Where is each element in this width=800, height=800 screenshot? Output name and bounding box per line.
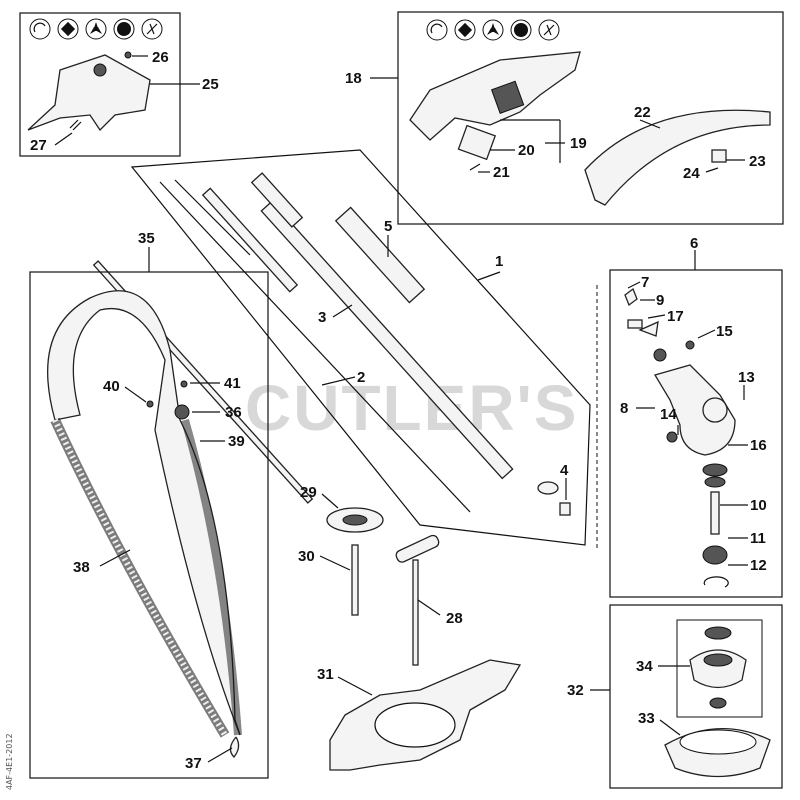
callout-28: 28 xyxy=(446,610,463,627)
tools-group: 29 30 28 31 xyxy=(298,484,522,771)
callout-18: 18 xyxy=(345,70,362,87)
callout-32: 32 xyxy=(567,682,584,699)
callout-25: 25 xyxy=(202,76,219,93)
shaft-assembly: 1 5 3 2 4 xyxy=(92,149,591,546)
callout-29: 29 xyxy=(300,484,317,501)
side-code: 4AF-4E1-2012 xyxy=(5,733,14,790)
blade-3-tooth-icon xyxy=(482,19,504,41)
blade-guard-part-22 xyxy=(584,109,771,206)
panel-trimmer-head: 32 34 33 xyxy=(567,604,783,789)
callout-39: 39 xyxy=(228,433,245,450)
plug-part-4 xyxy=(559,502,571,516)
callout-21: 21 xyxy=(493,164,510,181)
callout-8: 8 xyxy=(620,400,628,417)
callout-9: 9 xyxy=(656,292,664,309)
wrench-part-28 xyxy=(412,559,419,666)
callout-5: 5 xyxy=(384,218,392,235)
panel-deflector-small: 26 25 27 xyxy=(19,12,219,157)
callout-15: 15 xyxy=(716,323,733,340)
callout-38: 38 xyxy=(73,559,90,576)
brush-knife-icon xyxy=(538,19,560,41)
callout-17: 17 xyxy=(667,308,684,325)
brush-knife-icon xyxy=(141,18,163,40)
spindle-part-10 xyxy=(710,491,720,535)
icon-row-right xyxy=(426,19,560,41)
blade-4-tooth-icon xyxy=(57,18,79,40)
callout-36: 36 xyxy=(225,404,242,421)
watermark: CUTLER'S xyxy=(245,372,578,444)
main-tube-part-3 xyxy=(260,200,514,480)
trimmer-head-icon xyxy=(29,18,51,40)
gear-case-part-8 xyxy=(654,364,736,456)
hook-part-37 xyxy=(229,736,240,758)
blade-4-tooth-icon xyxy=(454,19,476,41)
callout-26: 26 xyxy=(152,49,169,66)
saw-blade-icon xyxy=(113,18,135,40)
trimmer-head-icon xyxy=(426,19,448,41)
callout-35: 35 xyxy=(138,230,155,247)
blade-3-tooth-icon xyxy=(85,18,107,40)
panel-deflector-large: 18 19 20 21 22 23 24 xyxy=(345,11,784,225)
panel-gear-case: 6 7 9 17 15 13 8 14 16 10 11 12 xyxy=(596,235,783,598)
callout-3: 3 xyxy=(318,309,326,326)
callout-24: 24 xyxy=(683,165,700,182)
saw-blade-icon xyxy=(510,19,532,41)
callout-31: 31 xyxy=(317,666,334,683)
callout-11: 11 xyxy=(750,530,766,547)
callout-30: 30 xyxy=(298,548,315,565)
deflector-part-25 xyxy=(27,54,151,132)
callout-12: 12 xyxy=(750,557,767,574)
callout-27: 27 xyxy=(30,137,47,154)
callout-20: 20 xyxy=(518,142,535,159)
callout-23: 23 xyxy=(749,153,766,170)
callout-34: 34 xyxy=(636,658,653,675)
callout-6: 6 xyxy=(690,235,698,252)
pin-part-30 xyxy=(351,544,359,616)
callout-33: 33 xyxy=(638,710,655,727)
callout-16: 16 xyxy=(750,437,767,454)
callout-4: 4 xyxy=(560,462,569,479)
callout-41: 41 xyxy=(224,375,241,392)
callout-1: 1 xyxy=(495,253,503,270)
callout-7: 7 xyxy=(641,274,649,291)
callout-19: 19 xyxy=(570,135,587,152)
callout-40: 40 xyxy=(103,378,120,395)
callout-13: 13 xyxy=(738,369,755,386)
callout-22: 22 xyxy=(634,104,651,121)
callout-2: 2 xyxy=(357,369,365,386)
callout-10: 10 xyxy=(750,497,767,514)
callout-14: 14 xyxy=(660,406,677,423)
icon-row-left xyxy=(29,18,163,40)
callout-37: 37 xyxy=(185,755,202,772)
bracket-part-20 xyxy=(457,124,497,161)
panel-harness: 35 40 41 36 39 38 37 xyxy=(29,230,269,779)
